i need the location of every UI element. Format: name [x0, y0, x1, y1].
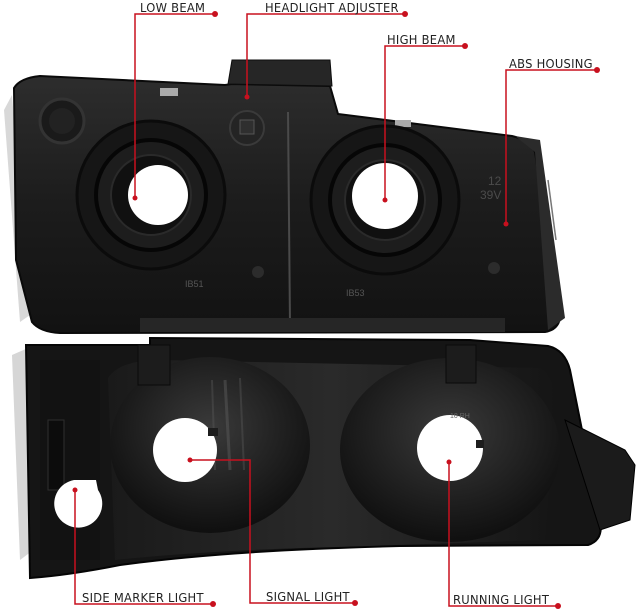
embossed-mark-left: IB51: [185, 279, 204, 289]
callout-abs-housing: ABS HOUSING: [509, 56, 593, 71]
embossed-voltage: 12: [488, 174, 502, 188]
svg-text:10 RH: 10 RH: [450, 413, 470, 420]
callout-signal-light: SIGNAL LIGHT: [266, 589, 350, 604]
callout-lines: [74, 13, 597, 607]
embossed-mark-right: IB53: [346, 288, 365, 298]
callout-low-beam: LOW BEAM: [140, 0, 206, 15]
callout-high-beam: HIGH BEAM: [387, 32, 456, 47]
callout-headlight-adjuster: HEADLIGHT ADJUSTER: [265, 0, 399, 15]
svg-text:39V: 39V: [480, 188, 501, 202]
callout-side-marker-light: SIDE MARKER LIGHT: [82, 590, 204, 605]
signal-housing: 10 RH: [12, 336, 636, 580]
callout-running-light: RUNNING LIGHT: [453, 592, 550, 607]
headlight-housing: [4, 59, 565, 335]
callout-dots: [72, 11, 600, 609]
